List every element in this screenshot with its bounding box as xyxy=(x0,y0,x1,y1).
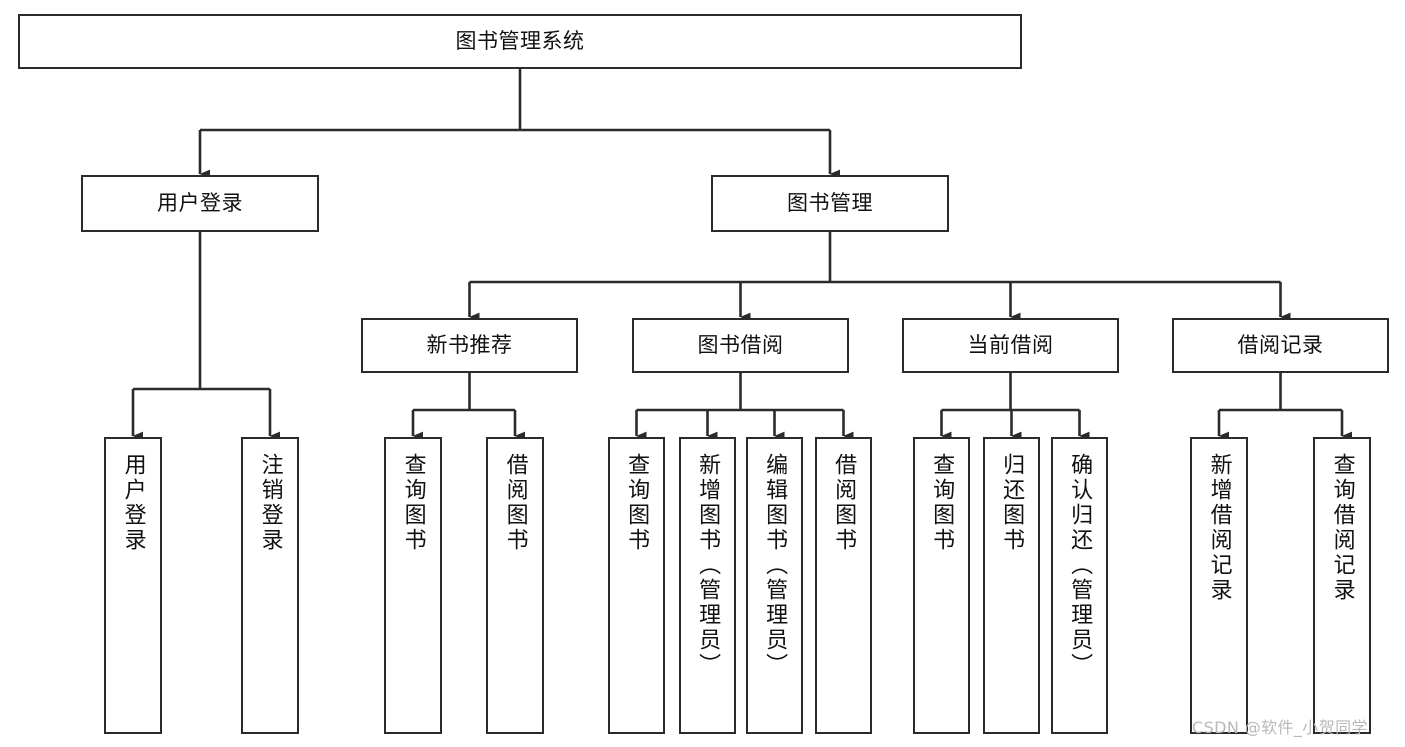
node-label: 用户登录 xyxy=(120,453,146,553)
node-label: 查询图书 xyxy=(400,453,426,553)
node-leaf-query-record[interactable]: 查询借阅记录 xyxy=(1313,437,1371,734)
node-label: 借阅图书 xyxy=(502,453,528,553)
node-label: 图书借阅 xyxy=(697,333,784,358)
node-label: 归还图书 xyxy=(999,453,1025,553)
node-label: 注销登录 xyxy=(257,453,283,553)
node-label: 用户登录 xyxy=(157,191,243,216)
node-label: 编辑图书（管理员） xyxy=(762,453,788,678)
node-leaf-query-book-a[interactable]: 查询图书 xyxy=(384,437,442,734)
node-current-borrow[interactable]: 当前借阅 xyxy=(902,318,1119,373)
node-label: 借阅记录 xyxy=(1237,333,1324,358)
node-new-book-rec[interactable]: 新书推荐 xyxy=(361,318,578,373)
node-label: 当前借阅 xyxy=(967,333,1054,358)
node-label: 查询借阅记录 xyxy=(1329,453,1355,603)
node-leaf-add-book[interactable]: 新增图书（管理员） xyxy=(679,437,736,734)
node-leaf-add-record[interactable]: 新增借阅记录 xyxy=(1190,437,1248,734)
node-leaf-confirm-return[interactable]: 确认归还（管理员） xyxy=(1051,437,1108,734)
node-label: 借阅图书 xyxy=(831,453,857,553)
node-leaf-user-logout[interactable]: 注销登录 xyxy=(241,437,299,734)
node-book-manage[interactable]: 图书管理 xyxy=(711,175,949,232)
node-book-borrow[interactable]: 图书借阅 xyxy=(632,318,849,373)
node-label: 查询图书 xyxy=(929,453,955,553)
node-leaf-return-book[interactable]: 归还图书 xyxy=(983,437,1040,734)
node-borrow-record[interactable]: 借阅记录 xyxy=(1172,318,1389,373)
node-label: 图书管理系统 xyxy=(455,29,585,54)
node-label: 新增图书（管理员） xyxy=(695,453,721,678)
node-leaf-query-book-b[interactable]: 查询图书 xyxy=(608,437,665,734)
node-label: 确认归还（管理员） xyxy=(1067,453,1093,678)
node-leaf-borrow-book-a[interactable]: 借阅图书 xyxy=(486,437,544,734)
node-leaf-borrow-book-b[interactable]: 借阅图书 xyxy=(815,437,872,734)
node-label: 新增借阅记录 xyxy=(1206,453,1232,603)
node-leaf-query-book-c[interactable]: 查询图书 xyxy=(913,437,970,734)
node-label: 图书管理 xyxy=(787,191,873,216)
node-label: 新书推荐 xyxy=(426,333,513,358)
node-user-login[interactable]: 用户登录 xyxy=(81,175,319,232)
node-leaf-edit-book[interactable]: 编辑图书（管理员） xyxy=(746,437,803,734)
node-leaf-user-login[interactable]: 用户登录 xyxy=(104,437,162,734)
node-label: 查询图书 xyxy=(624,453,650,553)
csdn-watermark: CSDN @软件_小贺同学 xyxy=(1192,718,1368,737)
node-root[interactable]: 图书管理系统 xyxy=(18,14,1022,69)
